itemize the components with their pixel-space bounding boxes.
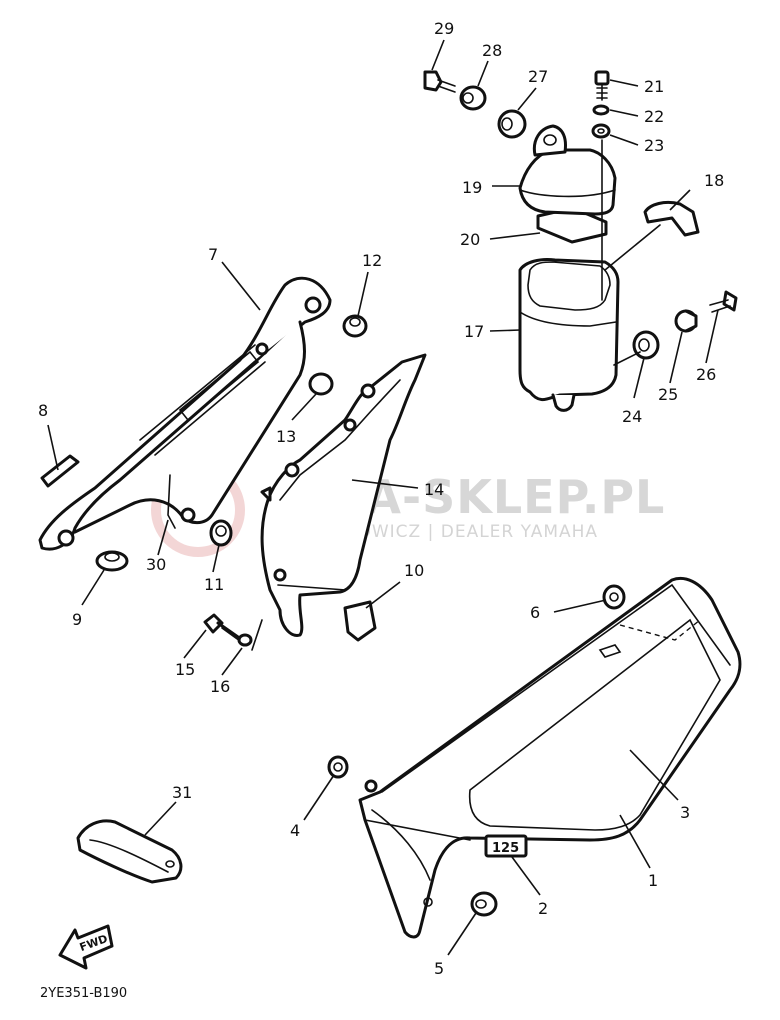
callout-16: 16 xyxy=(210,677,230,696)
callout-26: 26 xyxy=(696,365,716,384)
clip-10 xyxy=(343,600,377,642)
side-cover-bracket-left xyxy=(38,276,332,551)
bolt-axis-line-2 xyxy=(604,224,661,271)
bolt-26 xyxy=(709,290,738,313)
grommet-4 xyxy=(327,755,349,779)
collar-13 xyxy=(308,372,334,396)
washer-22 xyxy=(592,104,610,116)
callout-29: 29 xyxy=(434,19,454,38)
grommet-24 xyxy=(632,330,660,360)
grommet-5 xyxy=(470,891,498,917)
callout-7: 7 xyxy=(208,245,218,264)
callout-20: 20 xyxy=(460,230,480,249)
inner-bracket-14 xyxy=(260,353,427,637)
grommet-27 xyxy=(497,109,527,139)
callout-19: 19 xyxy=(462,178,482,197)
callout-10: 10 xyxy=(404,561,424,580)
cover-19 xyxy=(518,124,617,216)
bracket-18 xyxy=(643,200,700,237)
callout-8: 8 xyxy=(38,401,48,420)
bolt-21 xyxy=(594,70,610,101)
callout-22: 22 xyxy=(644,107,664,126)
callout-27: 27 xyxy=(528,67,548,86)
wire-clip-30 xyxy=(167,474,176,529)
callout-5: 5 xyxy=(434,959,444,978)
grommet-12 xyxy=(342,314,368,338)
callout-21: 21 xyxy=(644,77,664,96)
callout-12: 12 xyxy=(362,251,382,270)
callout-25: 25 xyxy=(658,385,678,404)
leader-lines xyxy=(47,39,719,956)
callout-18: 18 xyxy=(704,171,724,190)
collar-28 xyxy=(459,85,487,111)
washer-16 xyxy=(237,619,263,651)
pad-31 xyxy=(76,819,183,884)
diagram-code: 2YE351-B190 xyxy=(40,986,127,1001)
side-cover-1 xyxy=(358,576,742,939)
grommet-6 xyxy=(602,584,626,610)
washer-23 xyxy=(591,123,611,139)
label-plate-8 xyxy=(40,454,80,488)
callout-3: 3 xyxy=(680,803,690,822)
callout-24: 24 xyxy=(622,407,642,426)
callout-30: 30 xyxy=(146,555,166,574)
callout-6: 6 xyxy=(530,603,540,622)
callout-2: 2 xyxy=(538,899,548,918)
callout-4: 4 xyxy=(290,821,300,840)
callout-13: 13 xyxy=(276,427,296,446)
emblem-2: 125 xyxy=(484,834,528,858)
callout-labels: 1 2 3 4 5 6 7 8 9 10 11 12 13 14 15 16 1… xyxy=(38,19,724,978)
callout-28: 28 xyxy=(482,41,502,60)
callout-14: 14 xyxy=(424,480,444,499)
callout-9: 9 xyxy=(72,610,82,629)
bolt-15 xyxy=(203,613,241,642)
callout-23: 23 xyxy=(644,136,664,155)
emblem-text: 125 xyxy=(492,841,519,856)
callout-31: 31 xyxy=(172,783,192,802)
bolt-29 xyxy=(423,70,456,93)
callout-1: 1 xyxy=(648,871,658,890)
fwd-arrow-icon: FWD xyxy=(58,924,114,970)
mount-line xyxy=(613,351,641,366)
callout-11: 11 xyxy=(204,575,224,594)
grommet-11 xyxy=(209,519,233,547)
grommet-9 xyxy=(95,550,129,572)
collar-25 xyxy=(674,309,698,333)
box-body-17 xyxy=(518,258,620,412)
callout-17: 17 xyxy=(464,322,484,341)
callout-15: 15 xyxy=(175,660,195,679)
